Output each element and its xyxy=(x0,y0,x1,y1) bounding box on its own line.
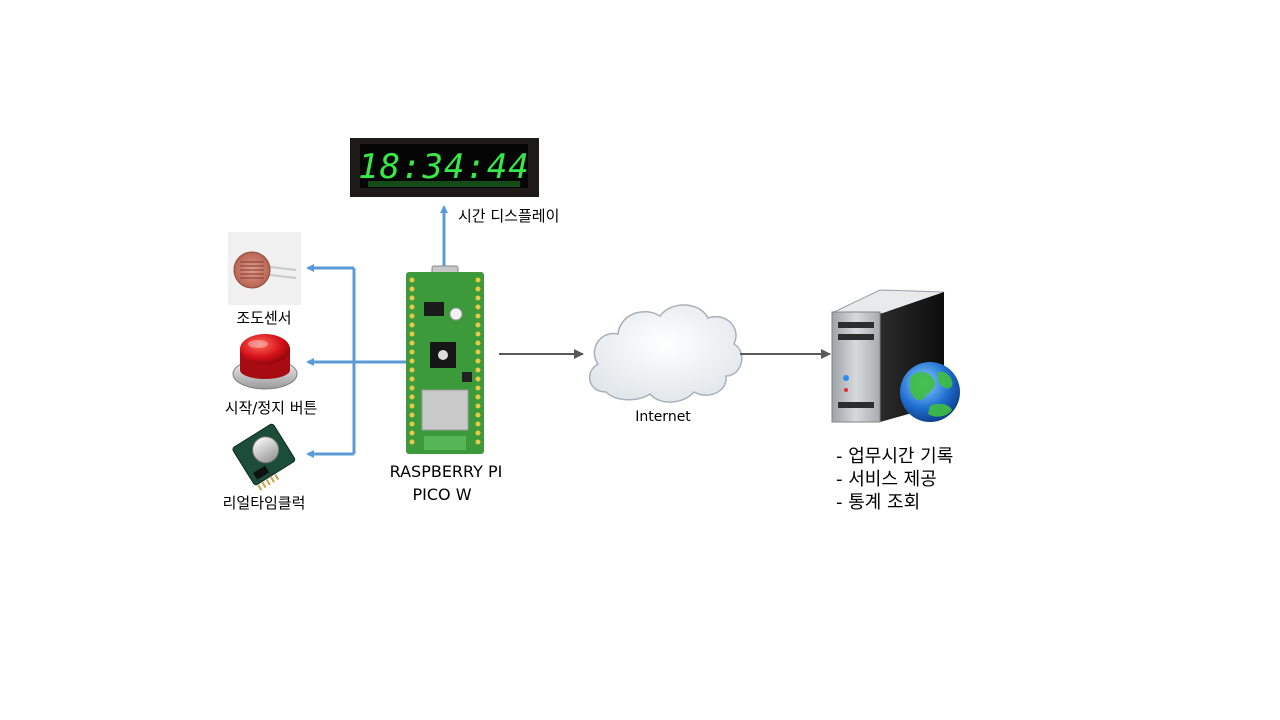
feature-item-1: - 업무시간 기록 xyxy=(836,446,953,467)
start-stop-button-image xyxy=(232,334,298,390)
raspberry-logo xyxy=(438,350,448,360)
light-sensor-label: 조도센서 xyxy=(236,309,291,327)
globe-continents xyxy=(910,371,953,417)
board-label-line1: RASPBERRY PI xyxy=(390,462,503,481)
board-pins-left xyxy=(409,277,415,445)
board-pins-right xyxy=(475,277,481,445)
internet-label: Internet xyxy=(635,409,691,425)
server-image xyxy=(831,289,960,423)
internet-cloud xyxy=(588,304,743,403)
sensor-connectors xyxy=(306,264,406,458)
rtc-module-image xyxy=(232,423,296,491)
wifi-module-shield xyxy=(421,389,469,431)
button-cap-bottom xyxy=(240,361,290,379)
feature-item-2: - 서비스 제공 xyxy=(836,469,937,490)
time-display: 18:34:44 xyxy=(350,138,539,197)
feature-item-3: - 통계 조회 xyxy=(836,492,920,513)
board-label-line2: PICO W xyxy=(412,485,471,504)
display-caption: 시간 디스플레이 xyxy=(458,207,559,225)
button-highlight xyxy=(248,340,268,348)
cloud-shape xyxy=(588,304,743,403)
rtc-battery xyxy=(252,436,280,464)
display-face xyxy=(360,144,528,188)
server-feature-list: - 업무시간 기록 - 서비스 제공 - 통계 조회 xyxy=(836,446,953,513)
pico-w-board xyxy=(406,265,484,454)
rtc-pins xyxy=(257,473,280,491)
start-stop-button-label: 시작/정지 버튼 xyxy=(225,399,318,417)
display-digits: 18:34:44 xyxy=(358,147,530,187)
power-led-blue xyxy=(843,375,849,381)
drive-bay-2 xyxy=(838,334,874,340)
bootsel-button xyxy=(449,307,463,321)
button-cap-top xyxy=(240,334,290,364)
drive-bay-1 xyxy=(838,322,874,328)
drive-bay-3 xyxy=(838,402,874,408)
rtc-chip xyxy=(253,465,270,480)
ldr-track xyxy=(240,261,264,279)
light-sensor-image xyxy=(228,232,301,305)
small-component xyxy=(462,372,472,382)
antenna-area xyxy=(424,436,466,450)
flash-chip xyxy=(424,302,444,316)
rtc-label: 리얼타임클럭 xyxy=(223,494,306,512)
power-led-red xyxy=(844,388,848,392)
display-glow xyxy=(368,181,520,187)
